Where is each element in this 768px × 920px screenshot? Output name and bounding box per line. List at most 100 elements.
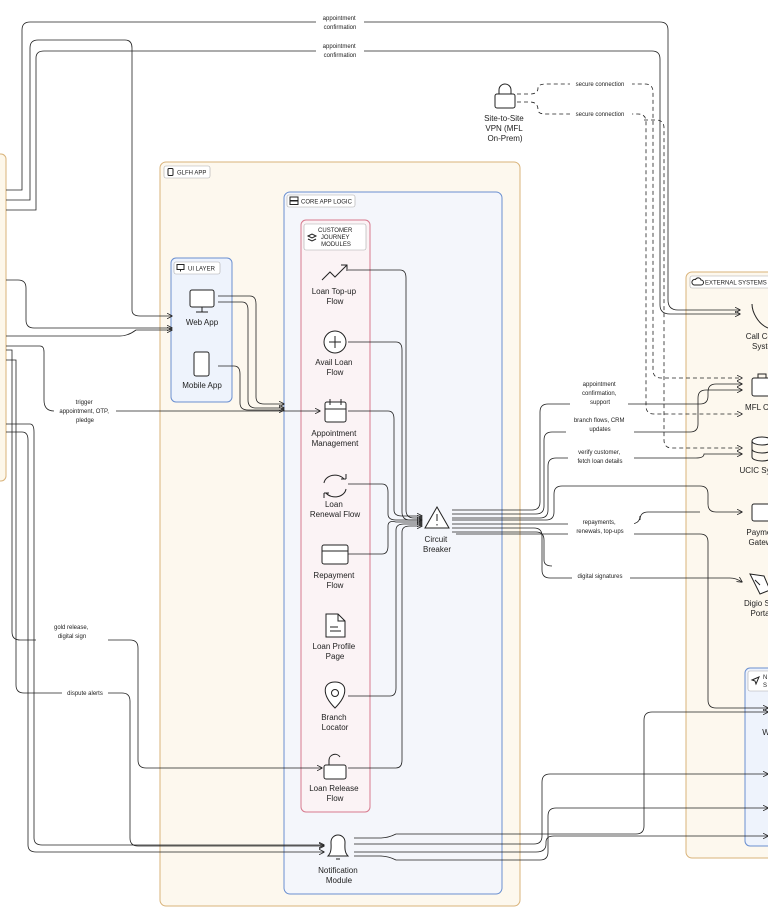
edge-label-dispute-alerts: dispute alerts xyxy=(67,691,103,697)
trending-up-icon xyxy=(321,264,348,281)
edge-label-secure-2: secure connection xyxy=(576,112,625,118)
digio-label-2: Porta xyxy=(750,609,768,618)
customer-journey-container: CUSTOMER JOURNEY MODULES xyxy=(300,219,371,813)
svg-text:Circuit Breaker: Circuit Breaker xyxy=(423,535,451,554)
node-whatsapp[interactable]: W xyxy=(762,728,768,737)
ui-layer-title: UI LAYER xyxy=(188,267,216,273)
lock-icon xyxy=(494,83,516,109)
svg-text:Loan Top-up Flow: Loan Top-up Flow xyxy=(312,287,359,306)
edge-label-repayments-2: renewals, top-ups xyxy=(576,529,623,535)
repayment-label-2: Flow xyxy=(327,581,344,590)
circuit-breaker-label-1: Circuit xyxy=(425,535,448,544)
edges xyxy=(6,21,768,861)
loan-renewal-label-2: Renewal Flow xyxy=(310,510,360,519)
notification-services-container: N S xyxy=(744,667,768,847)
customer-journey-title-3: MODULES xyxy=(321,242,351,248)
database-icon xyxy=(751,436,768,462)
calendar-icon xyxy=(324,399,347,423)
warning-icon xyxy=(424,505,450,529)
svg-text:gold release, digital si: gold release, digital sign xyxy=(54,625,90,640)
node-digio[interactable]: Digio S Porta xyxy=(744,573,768,618)
svg-text:appointment confirmation: appointment confirmation xyxy=(323,44,358,59)
edge-label-appt-support-1: appointment xyxy=(583,382,616,388)
whatsapp-label: W xyxy=(762,728,768,737)
pen-nib-icon xyxy=(749,573,768,595)
node-web-app[interactable]: Web App xyxy=(186,289,219,327)
node-mfl-crm[interactable]: MFL CI xyxy=(745,373,768,412)
vpn-label-2: VPN (MFL xyxy=(485,124,523,133)
svg-text:Loan Profile Page: Loan Profile Page xyxy=(313,642,358,661)
edge-labels: appointment confirmation appointment con… xyxy=(36,13,634,697)
edge-label-appt-conf-1b: confirmation xyxy=(324,25,357,31)
unlock-icon xyxy=(323,753,347,780)
node-branch-locator[interactable]: Branch Locator xyxy=(321,681,349,732)
notification-module-label-2: Module xyxy=(326,876,353,885)
notification-module-label-1: Notification xyxy=(318,866,358,875)
external-systems-title: EXTERNAL SYSTEMS xyxy=(705,281,767,287)
loan-renewal-label-1: Loan xyxy=(325,500,343,509)
node-appointment-management[interactable]: Appointment Management xyxy=(311,399,359,448)
notification-services-title-1: N xyxy=(763,675,767,681)
edge-label-trigger-3: pledge xyxy=(76,418,95,424)
svg-text:trigger appointment, OTP: trigger appointment, OTP, pledge xyxy=(59,400,110,424)
loan-release-label-2: Flow xyxy=(327,794,344,803)
vpn-label-1: Site-to-Site xyxy=(484,114,524,123)
ucic-label: UCIC Sy xyxy=(739,466,768,475)
edge-label-gold-release-1: gold release, xyxy=(54,625,89,631)
svg-text:N S: N S xyxy=(763,675,768,689)
building-icon xyxy=(751,373,768,397)
appointment-label-1: Appointment xyxy=(311,429,357,438)
monitor-icon xyxy=(189,289,215,313)
node-ucic[interactable]: UCIC Sy xyxy=(739,436,768,475)
node-loan-topup[interactable]: Loan Top-up Flow xyxy=(312,264,359,306)
edge-label-digital-signatures: digital signatures xyxy=(577,574,622,580)
edge-label-appt-support-3: support xyxy=(590,400,610,406)
payment-card-icon xyxy=(751,503,768,522)
node-repayment[interactable]: Repayment Flow xyxy=(313,544,356,590)
edge-label-branch-flows-1: branch flows, CRM xyxy=(574,418,625,424)
cloud-icon xyxy=(691,277,704,286)
loan-topup-label-2: Flow xyxy=(327,297,344,306)
svg-text:CUSTOMER JOURNEY M: CUSTOMER JOURNEY MODULES xyxy=(318,228,354,248)
edge-label-verify-1: verify customer, xyxy=(578,450,620,456)
svg-text:Repayment Flow: Repayment Flow xyxy=(313,571,356,590)
node-avail-loan[interactable]: Avail Loan Flow xyxy=(315,330,354,377)
left-container xyxy=(0,153,7,482)
refresh-icon xyxy=(323,474,347,498)
node-notification-module[interactable]: Notification Module xyxy=(318,834,360,885)
ui-layer-container: UI LAYER xyxy=(170,257,233,403)
smartphone-icon xyxy=(193,351,210,377)
node-vpn[interactable]: Site-to-Site VPN (MFL On-Prem) xyxy=(484,83,526,143)
svg-text:appointment confirmation: appointment confirmation, support xyxy=(582,382,618,406)
branch-locator-label-1: Branch xyxy=(321,713,346,722)
credit-card-icon xyxy=(321,544,349,565)
svg-text:Branch Locator: Branch Locator xyxy=(321,713,349,732)
edge-label-trigger-2: appointment, OTP, xyxy=(59,409,109,415)
node-loan-release[interactable]: Loan Release Flow xyxy=(309,753,361,803)
svg-text:Digio S Porta: Digio S Porta xyxy=(744,599,768,618)
node-loan-profile[interactable]: Loan Profile Page xyxy=(313,613,358,661)
branch-locator-label-2: Locator xyxy=(322,723,349,732)
svg-text:Avail Loan Flow: Avail Loan Flow xyxy=(315,358,354,377)
glfh-app-title: GLFH APP xyxy=(177,171,206,177)
node-circuit-breaker[interactable]: Circuit Breaker xyxy=(423,505,451,554)
node-loan-renewal[interactable]: Loan Renewal Flow xyxy=(310,474,360,519)
svg-text:verify customer, fetch l: verify customer, fetch loan details xyxy=(577,450,622,465)
edge-label-appt-support-2: confirmation, xyxy=(582,391,617,397)
node-payment-gateway[interactable]: Payme Gatew xyxy=(746,503,768,547)
plus-circle-icon xyxy=(323,330,347,354)
loan-profile-label-1: Loan Profile xyxy=(313,642,356,651)
svg-text:Payme Gatew: Payme Gatew xyxy=(746,528,768,547)
node-call-center[interactable]: Call Ce Syste xyxy=(746,303,768,351)
loan-release-label-1: Loan Release xyxy=(309,784,359,793)
svg-text:repayments, renewals, to: repayments, renewals, top-ups xyxy=(576,520,623,535)
edge-label-appt-conf-2a: appointment xyxy=(323,44,356,50)
web-app-label: Web App xyxy=(186,318,219,327)
edge-label-verify-2: fetch loan details xyxy=(577,459,622,465)
edge-label-appt-conf-2b: confirmation xyxy=(324,53,357,59)
avail-loan-label-1: Avail Loan xyxy=(315,358,352,367)
customer-journey-title-1: CUSTOMER xyxy=(318,228,353,234)
map-pin-icon xyxy=(324,681,346,709)
node-mobile-app[interactable]: Mobile App xyxy=(182,351,222,390)
